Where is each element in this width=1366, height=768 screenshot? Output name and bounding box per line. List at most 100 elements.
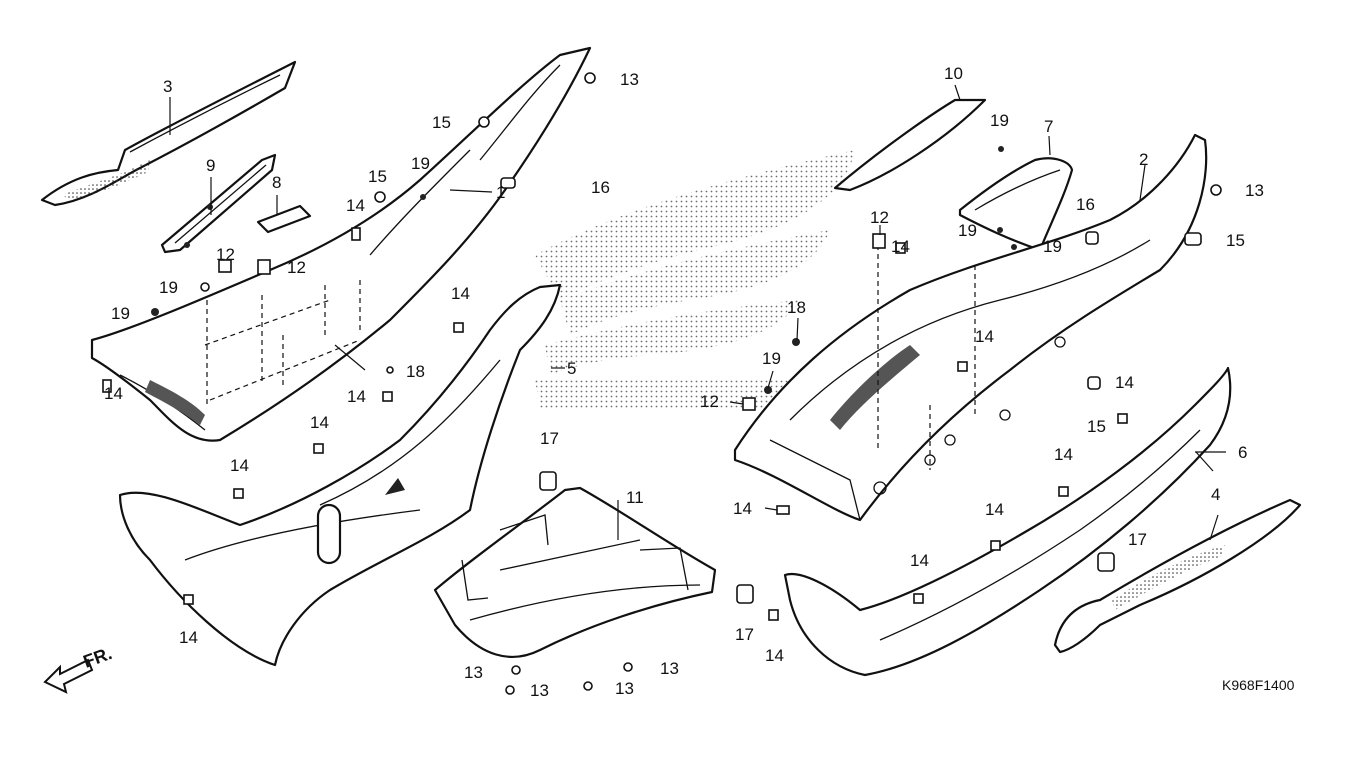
callout-19: 19 xyxy=(1043,237,1062,256)
callout-14: 14 xyxy=(347,387,366,406)
part-8-caution-plate xyxy=(256,204,312,234)
clip-icon xyxy=(776,505,790,515)
callout-14: 14 xyxy=(1115,373,1134,392)
callout-14: 14 xyxy=(891,237,910,256)
clip-icon xyxy=(1085,231,1099,245)
callout-12: 12 xyxy=(700,392,719,411)
callout-14: 14 xyxy=(310,413,329,432)
bolt-icon xyxy=(218,259,232,273)
callout-19: 19 xyxy=(411,154,430,173)
screw-icon xyxy=(623,662,633,672)
callout-17: 17 xyxy=(1128,530,1147,549)
callout-12: 12 xyxy=(216,245,235,264)
part-10-step-trim xyxy=(833,98,987,192)
callout-5: 5 xyxy=(567,359,576,378)
screw-icon xyxy=(478,116,490,128)
callout-14: 14 xyxy=(975,327,994,346)
front-label: FR. xyxy=(81,643,115,672)
leader-lines xyxy=(169,84,1226,541)
callout-13: 13 xyxy=(660,659,679,678)
callout-4: 4 xyxy=(1211,485,1220,504)
clip-icon xyxy=(913,593,924,604)
part-11-floor-under-cover xyxy=(433,486,717,658)
screw-icon xyxy=(583,681,593,691)
clip-icon xyxy=(990,540,1001,551)
callout-14: 14 xyxy=(765,646,784,665)
callout-14: 14 xyxy=(104,384,123,403)
callout-9: 9 xyxy=(206,156,215,175)
drawing-code: K968F1400 xyxy=(1222,677,1295,693)
clip-icon xyxy=(500,177,516,189)
callout-13: 13 xyxy=(1245,181,1264,200)
callout-12: 12 xyxy=(287,258,306,277)
callout-15: 15 xyxy=(1087,417,1106,436)
part-6-right-floor-side-cover xyxy=(783,366,1232,677)
callout-2: 2 xyxy=(1139,150,1148,169)
callout-16: 16 xyxy=(591,178,610,197)
callout-13: 13 xyxy=(615,679,634,698)
callout-10: 10 xyxy=(944,64,963,83)
screw-icon xyxy=(151,308,159,316)
clip-icon xyxy=(183,594,194,605)
screw-icon xyxy=(997,227,1003,233)
clip-icon xyxy=(102,379,112,393)
honda-wing-watermark xyxy=(535,150,855,408)
bolt-icon xyxy=(539,471,557,491)
screw-icon xyxy=(998,146,1004,152)
callout-13: 13 xyxy=(620,70,639,89)
screw-icon xyxy=(200,282,210,292)
callout-19: 19 xyxy=(159,278,178,297)
callout-15: 15 xyxy=(368,167,387,186)
bolt-icon xyxy=(872,233,886,249)
clip-icon xyxy=(1184,232,1202,246)
screw-icon xyxy=(420,194,426,200)
callout-17: 17 xyxy=(540,429,559,448)
clip-icon xyxy=(233,488,244,499)
screw-icon xyxy=(584,72,596,84)
callout-18: 18 xyxy=(406,362,425,381)
part-7-inner-panel xyxy=(958,157,1074,252)
callout-19: 19 xyxy=(111,304,130,323)
clip-icon xyxy=(1117,413,1128,424)
bolt-icon xyxy=(742,397,756,411)
callout-14: 14 xyxy=(179,628,198,647)
callout-8: 8 xyxy=(272,173,281,192)
callout-14: 14 xyxy=(733,499,752,518)
callout-14: 14 xyxy=(451,284,470,303)
part-3-left-step-garnish xyxy=(40,60,297,207)
screw-icon xyxy=(1011,244,1017,250)
callout-12: 12 xyxy=(870,208,889,227)
bolt-icon xyxy=(257,259,271,275)
callout-14: 14 xyxy=(985,500,1004,519)
clip-icon xyxy=(453,322,464,333)
callout-6: 6 xyxy=(1238,443,1247,462)
clip-icon xyxy=(313,443,324,454)
screw-icon xyxy=(792,338,800,346)
callout-7: 7 xyxy=(1044,117,1053,136)
callout-15: 15 xyxy=(432,113,451,132)
assembly-dashed-lines xyxy=(204,245,976,470)
bolt-icon xyxy=(736,584,754,604)
callout-3: 3 xyxy=(163,77,172,96)
screw-icon xyxy=(764,386,772,394)
part-4-right-step-garnish xyxy=(1053,498,1302,654)
bolt-icon xyxy=(374,191,386,203)
bolt-icon xyxy=(1087,376,1101,390)
part-1-left-body-cover xyxy=(90,46,592,442)
callout-16: 16 xyxy=(1076,195,1095,214)
callout-labels: 3 9 8 1 5 11 10 7 2 6 4 12 12 12 12 13 1… xyxy=(104,64,1264,700)
callout-19: 19 xyxy=(990,111,1009,130)
callout-19: 19 xyxy=(762,349,781,368)
screw-icon xyxy=(511,665,521,675)
callout-11: 11 xyxy=(626,488,644,507)
part-5-left-floor-side-cover xyxy=(118,283,562,667)
callout-13: 13 xyxy=(464,663,483,682)
clip-icon xyxy=(768,609,779,621)
clip-icon xyxy=(957,361,968,372)
callout-14: 14 xyxy=(1054,445,1073,464)
callout-14: 14 xyxy=(910,551,929,570)
callout-19: 19 xyxy=(958,221,977,240)
screw-icon xyxy=(1210,184,1222,196)
